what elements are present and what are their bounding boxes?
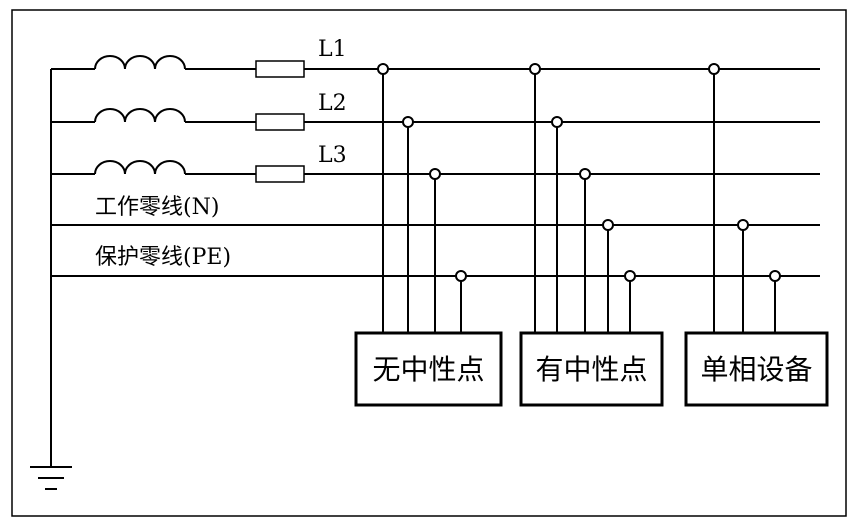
diagram-border xyxy=(11,9,847,517)
junction-node xyxy=(624,270,636,282)
fuse-icon xyxy=(255,113,305,131)
load-with-neutral: 有中性点 xyxy=(519,63,664,407)
phase-line-l1 xyxy=(51,55,820,78)
l1-label: L1 xyxy=(318,37,347,62)
load-box xyxy=(519,331,664,407)
junction-node xyxy=(769,270,781,282)
junction-node xyxy=(551,116,563,128)
junction-node xyxy=(455,270,467,282)
fuse-icon xyxy=(255,165,305,183)
load-box xyxy=(354,331,503,407)
phase-line-l2 xyxy=(51,108,820,131)
inductor-icon xyxy=(94,55,186,70)
inductor-icon xyxy=(94,160,186,175)
neutral-label: 工作零线(N) xyxy=(95,195,219,220)
load-label: 单相设备 xyxy=(700,353,812,386)
junction-node xyxy=(708,63,720,75)
junction-node xyxy=(602,219,614,231)
pe-label: 保护零线(PE) xyxy=(95,245,231,270)
l3-label: L3 xyxy=(318,143,347,168)
junction-node xyxy=(377,63,389,75)
load-box xyxy=(684,331,829,407)
phase-line-l3 xyxy=(51,160,820,183)
load-no-neutral: 无中性点 xyxy=(354,63,503,407)
load-label: 无中性点 xyxy=(372,353,484,386)
junction-node xyxy=(579,168,591,180)
ground-icon xyxy=(30,466,72,490)
junction-node xyxy=(402,116,414,128)
junction-node xyxy=(429,168,441,180)
fuse-icon xyxy=(255,60,305,78)
load-single-phase: 单相设备 xyxy=(684,63,829,407)
junction-node xyxy=(529,63,541,75)
load-label: 有中性点 xyxy=(535,353,647,386)
l2-label: L2 xyxy=(318,91,347,116)
junction-node xyxy=(737,219,749,231)
inductor-icon xyxy=(94,108,186,123)
